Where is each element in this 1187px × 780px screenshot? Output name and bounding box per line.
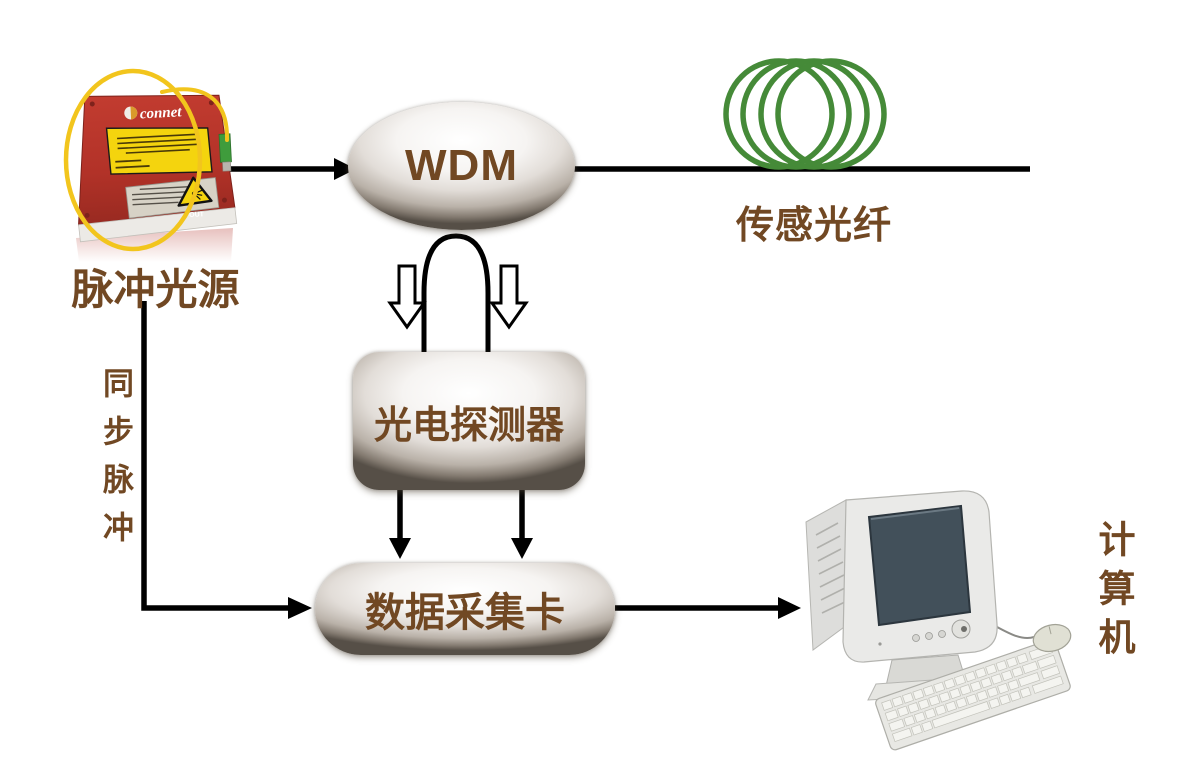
daq-card-node[interactable]: 数据采集卡 — [315, 563, 615, 655]
laser-out-text: OUT — [189, 211, 205, 219]
computer-image — [805, 490, 1072, 751]
laser-device-image: connet — [63, 68, 238, 262]
daq-card-label: 数据采集卡 — [365, 591, 565, 635]
laser-source-label: 脉冲光源 — [71, 266, 240, 313]
sensing-fiber-label: 传感光纤 — [735, 205, 892, 247]
fiber-loop — [63, 68, 203, 252]
svg-text:connet: connet — [139, 104, 182, 122]
wdm-node[interactable]: WDM — [348, 102, 575, 230]
arrow-detector-to-daq-left — [389, 489, 411, 559]
arrow-detector-to-daq-right — [511, 489, 533, 559]
fiber-loop-arch — [421, 233, 491, 353]
monitor-buttons — [878, 619, 971, 646]
down-arrow-outline-icons — [387, 264, 529, 330]
photodetector-label: 光电探测器 — [373, 404, 564, 447]
fiber-coil-icon — [723, 58, 887, 170]
mouse — [1032, 623, 1072, 653]
arrow-laser-to-wdm — [220, 158, 356, 180]
monitor-screen — [867, 504, 972, 627]
laser-warning-label — [105, 127, 213, 175]
laser-base — [78, 207, 238, 243]
down-arrow-outline-icon — [387, 264, 427, 330]
keyboard — [875, 638, 1071, 751]
connet-logo: connet — [124, 104, 183, 122]
arrow-sync-pulse — [141, 301, 312, 619]
photodetector-node[interactable]: 光电探测器 — [353, 352, 585, 490]
arrow-daq-to-computer — [615, 597, 801, 619]
down-arrow-outline-icon — [489, 264, 529, 330]
wdm-label: WDM — [405, 141, 518, 190]
computer-label: 计算机 — [1093, 520, 1134, 667]
sync-pulse-label: 同步脉冲 — [98, 367, 133, 560]
